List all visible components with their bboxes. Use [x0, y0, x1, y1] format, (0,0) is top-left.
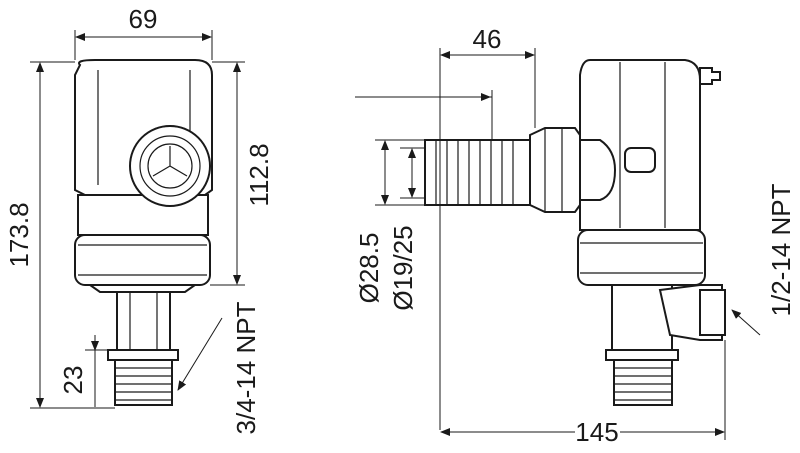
- dim-total-height: 173.8: [4, 202, 34, 267]
- valve-knob: [129, 125, 211, 207]
- dim-hose-offset: 46: [473, 24, 502, 54]
- dimension-lines: [30, 30, 761, 440]
- dim-total-length: 145: [575, 417, 618, 447]
- dim-side-port-thread: 1/2-14 NPT: [766, 183, 796, 316]
- dim-hose-outer: Ø28.5: [354, 233, 384, 304]
- hose-barb: [424, 127, 617, 213]
- dim-body-height: 112.8: [244, 143, 274, 206]
- side-view: [424, 59, 726, 406]
- dim-outlet-thread: 3/4-14 NPT: [231, 301, 261, 434]
- dim-hose-inner: Ø19/25: [388, 225, 418, 310]
- dim-width-69: 69: [129, 4, 158, 34]
- dim-thread-height: 23: [58, 366, 88, 395]
- front-view: [74, 59, 213, 406]
